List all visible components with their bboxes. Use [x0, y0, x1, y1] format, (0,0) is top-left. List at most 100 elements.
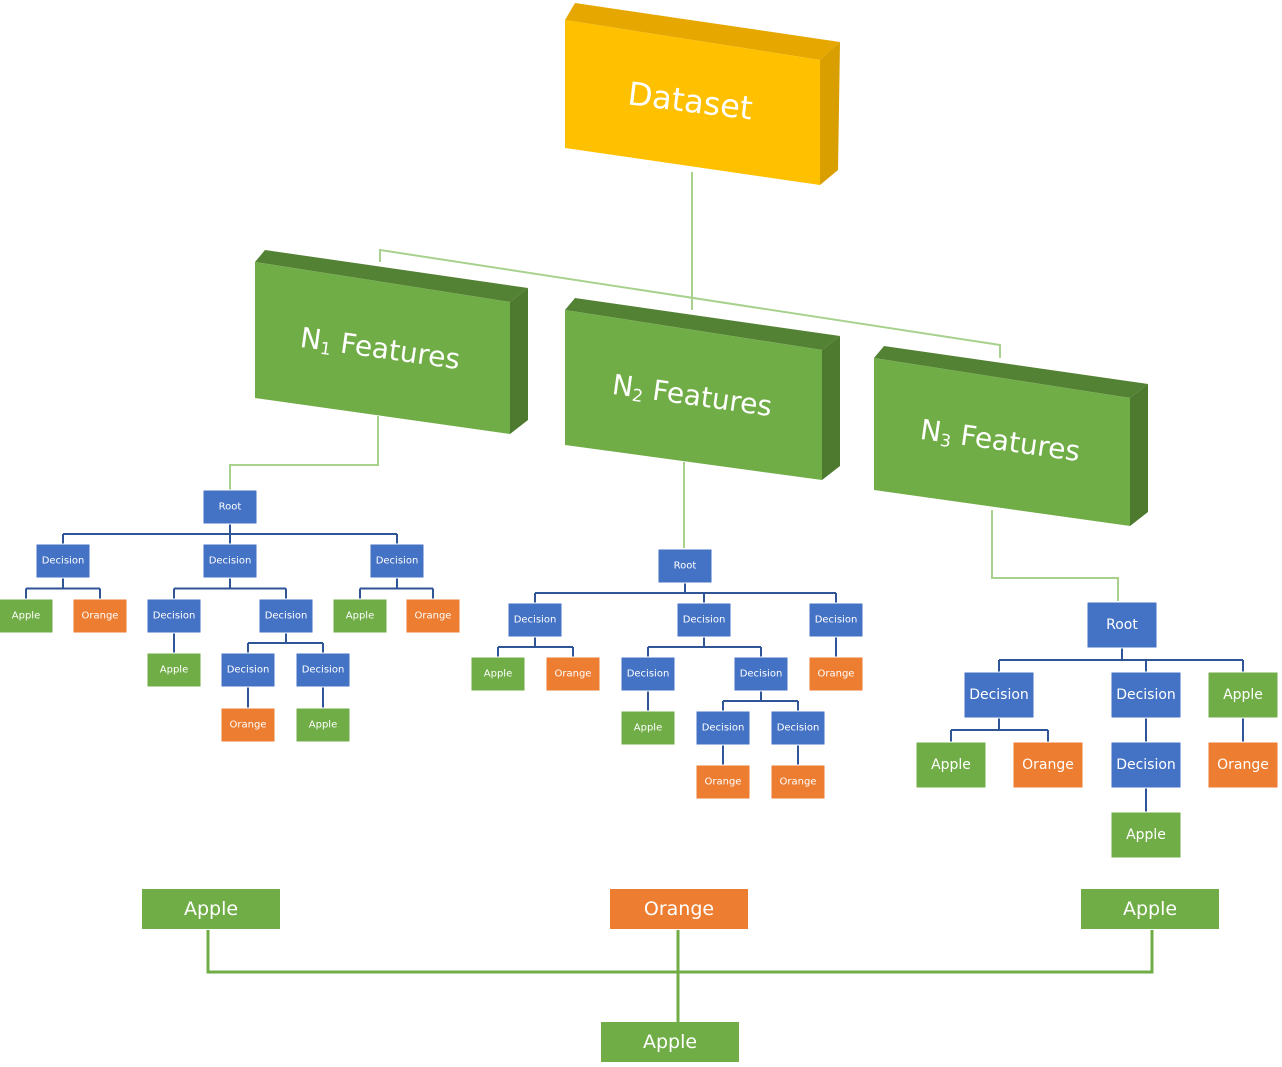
node-label: Root: [219, 502, 242, 513]
node-box: [808, 656, 864, 692]
orange-leaf: Orange: [545, 656, 601, 692]
node-box: [1110, 741, 1182, 789]
node-box: [0, 598, 54, 634]
node-label: Apple: [12, 611, 40, 622]
dataset-block-front: [565, 20, 820, 185]
node-label: Decision: [153, 611, 196, 622]
orange-leaf: Orange: [808, 656, 864, 692]
node-box: [295, 707, 351, 743]
node-box: [507, 602, 563, 638]
node-label: Apple: [160, 665, 188, 676]
node-label: Decision: [702, 723, 745, 734]
result-box: [1081, 889, 1219, 929]
node-label: Decision: [302, 665, 345, 676]
node-label: Root: [1106, 617, 1138, 633]
node-box: [1012, 741, 1084, 789]
root-node: Root: [657, 548, 713, 584]
node-box: [258, 598, 314, 634]
vote-line-right: [678, 930, 1154, 974]
node-box: [332, 598, 388, 634]
decision-node: Decision: [676, 602, 732, 638]
node-label: Decision: [1116, 687, 1176, 703]
node-label: Decision: [969, 687, 1029, 703]
dataset-block-side: [820, 42, 840, 185]
final-result: Apple: [601, 1022, 739, 1062]
node-label: Orange: [780, 777, 817, 788]
node-label: Orange: [415, 611, 452, 622]
dataset-block: Dataset: [565, 3, 840, 185]
node-label: Orange: [230, 720, 267, 731]
node-label: Decision: [740, 669, 783, 680]
orange-leaf: Orange: [72, 598, 128, 634]
apple-leaf: Apple: [332, 598, 388, 634]
node-label: Decision: [227, 665, 270, 676]
vote-connectors: [206, 930, 1154, 1022]
node-box: [808, 602, 864, 638]
tree-lines: [950, 648, 1244, 812]
node-label: Decision: [777, 723, 820, 734]
n1-to-n3-connector: [379, 248, 1001, 358]
feature-connectors: [229, 416, 1119, 601]
result-box: [142, 889, 280, 929]
decision-node: Decision: [1110, 741, 1182, 789]
decision-node: Decision: [220, 652, 276, 688]
n3-to-root-connector: [991, 510, 1119, 601]
node-box: [620, 656, 676, 692]
node-box: [1207, 671, 1279, 719]
node-box: [35, 543, 91, 579]
node-box: [676, 602, 732, 638]
node-label: Decision: [209, 556, 252, 567]
decision-node: Decision: [202, 543, 258, 579]
node-label: Orange: [82, 611, 119, 622]
node-box: [146, 652, 202, 688]
node-box: [963, 671, 1035, 719]
apple-leaf: Apple: [295, 707, 351, 743]
final-result-box: [601, 1022, 739, 1062]
orange-leaf: Orange: [405, 598, 461, 634]
apple-leaf: Apple: [1207, 671, 1279, 719]
tree-result-3: Apple: [1081, 889, 1219, 929]
node-label: Apple: [1223, 687, 1263, 703]
apple-leaf: Apple: [1110, 811, 1182, 859]
node-label: Decision: [627, 669, 670, 680]
result-box: [610, 889, 748, 929]
node-box: [1207, 741, 1279, 789]
decision-node: Decision: [258, 598, 314, 634]
apple-leaf: Apple: [470, 656, 526, 692]
node-label: Apple: [931, 757, 971, 773]
apple-leaf: Apple: [0, 598, 54, 634]
node-label: Apple: [634, 723, 662, 734]
node-box: [220, 707, 276, 743]
node-box: [770, 764, 826, 800]
node-box: [695, 764, 751, 800]
feature-block-top: [255, 250, 528, 302]
final-result-label: Apple: [643, 1031, 697, 1053]
node-box: [733, 656, 789, 692]
decision-node: Decision: [1110, 671, 1182, 719]
node-label: Apple: [309, 720, 337, 731]
feature-block-side: [510, 288, 528, 434]
node-label: Decision: [265, 611, 308, 622]
feature-block-top: [565, 298, 840, 350]
root-node: Root: [1086, 601, 1158, 649]
apple-leaf: Apple: [146, 652, 202, 688]
feature-block-n3: N3 Features: [874, 346, 1148, 526]
decision-node: Decision: [35, 543, 91, 579]
node-box: [620, 710, 676, 746]
feature-block-front: [255, 262, 510, 434]
node-label: Decision: [376, 556, 419, 567]
decision-node: Decision: [770, 710, 826, 746]
decision-node: Decision: [963, 671, 1035, 719]
feature-block-front: [565, 310, 822, 480]
decision-node: Decision: [695, 710, 751, 746]
feature-block-n2: N2 Features: [565, 298, 840, 480]
decision-node: Decision: [808, 602, 864, 638]
node-label: Apple: [484, 669, 512, 680]
node-box: [545, 656, 601, 692]
node-box: [295, 652, 351, 688]
decision-node: Decision: [733, 656, 789, 692]
